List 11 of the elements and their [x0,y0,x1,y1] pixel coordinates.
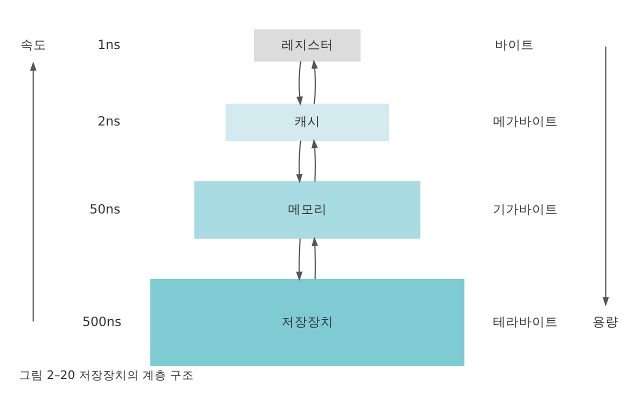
label: 메가바이트 [493,114,558,129]
label: 바이트 [495,36,534,52]
label: 1ns [98,36,120,52]
label: 2ns [98,114,120,129]
label: 50ns [89,201,120,216]
label: 테라바이트 [493,314,558,329]
label: 500ns [82,314,122,329]
caption: 그림 2–20 저장장치의 계층 구조 [19,368,194,382]
label: 용량 [592,314,619,329]
label: 속도 [20,36,46,52]
label: 기가바이트 [493,201,558,216]
